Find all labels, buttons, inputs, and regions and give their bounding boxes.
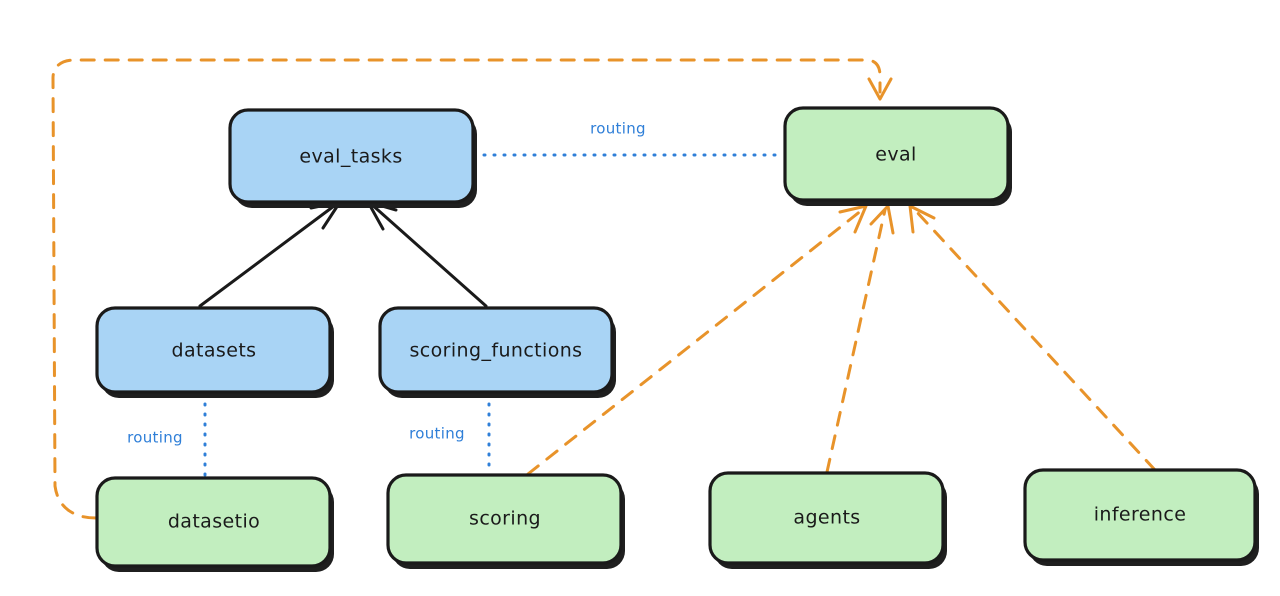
edge-scoringfunctions-evaltasks-path — [368, 201, 488, 308]
node-agents[interactable]: agents — [708, 471, 947, 569]
node-eval-box — [783, 106, 1010, 202]
node-scoring-functions-label: scoring_functions — [410, 340, 583, 362]
node-eval[interactable]: eval — [783, 106, 1012, 206]
edge-label-routing-top: routing — [590, 120, 646, 138]
node-datasets[interactable]: datasets — [95, 306, 334, 398]
edge-agents-eval-path — [825, 208, 887, 474]
node-agents-label: agents — [793, 507, 860, 529]
edge-datasetio-eval — [51, 58, 893, 520]
node-inference[interactable]: inference — [1023, 468, 1259, 566]
node-datasets-label: datasets — [172, 340, 257, 362]
edge-scoring-eval-path — [526, 208, 864, 476]
node-agents-box — [708, 471, 945, 565]
node-datasets-box — [95, 306, 332, 394]
edge-datasets-evaltasks-path — [198, 201, 340, 308]
node-scoring-functions[interactable]: scoring_functions — [378, 306, 616, 398]
node-inference-label: inference — [1094, 504, 1187, 526]
edge-label-routing-datasets: routing — [127, 429, 183, 447]
node-datasetio-label: datasetio — [168, 511, 260, 533]
node-datasetio-box — [95, 476, 332, 568]
node-eval-tasks-box — [228, 108, 475, 204]
edge-label-routing-scoring: routing — [409, 425, 465, 443]
node-scoring[interactable]: scoring — [386, 473, 625, 569]
node-eval-tasks-label: eval_tasks — [299, 146, 402, 168]
node-scoring-label: scoring — [469, 508, 541, 530]
node-eval-label: eval — [875, 144, 916, 166]
node-eval-tasks[interactable]: eval_tasks — [228, 108, 477, 208]
edge-inference-eval-path — [913, 208, 1157, 472]
node-datasetio[interactable]: datasetio — [95, 476, 334, 572]
edge-datasetio-eval-arrowhead — [867, 77, 893, 101]
edge-datasetio-eval-path — [51, 58, 882, 520]
node-scoring-functions-box — [378, 306, 614, 394]
node-inference-box — [1023, 468, 1257, 562]
node-scoring-box — [386, 473, 623, 565]
